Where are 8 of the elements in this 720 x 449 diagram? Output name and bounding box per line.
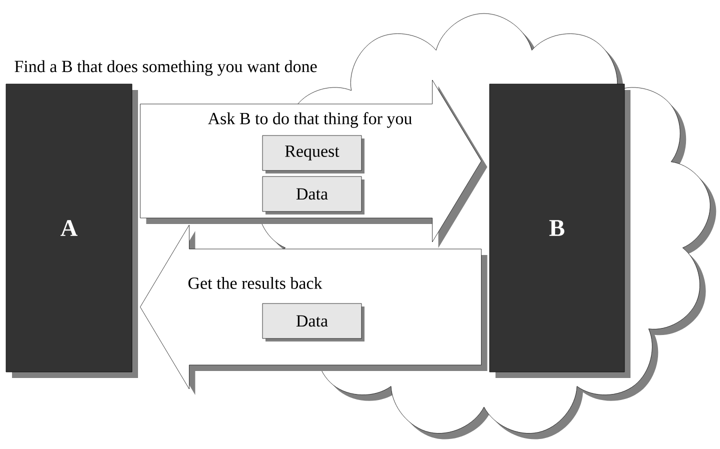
edge-label: Ask B to do that thing for you (208, 112, 412, 128)
message-box: Request (262, 135, 364, 174)
heading-text: Find a B that does something you want done (14, 60, 317, 76)
message-box: Data (262, 176, 364, 214)
message-box: Data (262, 303, 364, 342)
system-box: B (489, 84, 630, 378)
edge-label: Get the results back (188, 277, 322, 289)
system-box: A (6, 84, 138, 378)
